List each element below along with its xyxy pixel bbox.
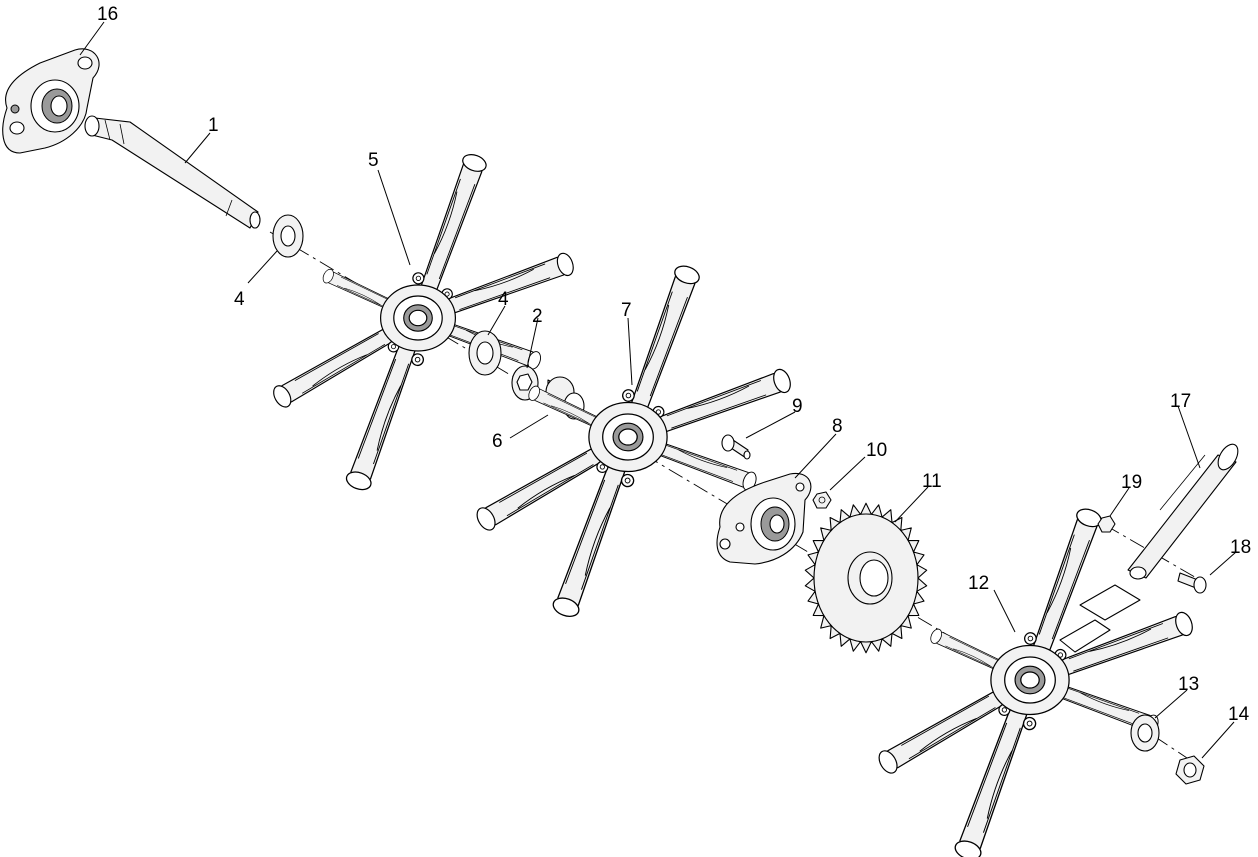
callout-6: 6 <box>492 431 503 452</box>
callout-labels: 16 1 5 4 4 2 7 6 9 8 10 11 12 17 19 18 1… <box>97 4 1251 725</box>
callout-17: 17 <box>1170 391 1191 412</box>
part-9-bolt <box>721 434 751 460</box>
callout-1: 1 <box>208 115 219 136</box>
part-11-sprocket <box>804 502 928 654</box>
part-18-bolt <box>1177 572 1207 594</box>
callout-4-left: 4 <box>234 289 245 310</box>
callout-10: 10 <box>866 440 887 461</box>
part-14-nut <box>1175 755 1205 785</box>
callout-13: 13 <box>1178 674 1199 695</box>
part-7-rotor <box>473 261 793 623</box>
callout-16: 16 <box>97 4 118 25</box>
part-4-washer-left <box>272 214 304 258</box>
part-13-washer <box>1130 714 1160 752</box>
callout-5: 5 <box>368 150 379 171</box>
callout-9: 9 <box>792 396 803 417</box>
part-10-nut <box>812 491 832 509</box>
callout-18: 18 <box>1230 537 1251 558</box>
part-4-washer-center <box>468 330 502 376</box>
callout-7: 7 <box>621 300 632 321</box>
part-8-bearing-flange <box>716 472 812 565</box>
callout-4-center: 4 <box>498 289 509 310</box>
callout-12: 12 <box>968 573 989 594</box>
part-1-shaft <box>84 115 261 229</box>
part-16-flange-bearing <box>2 48 100 154</box>
callout-2: 2 <box>532 306 543 327</box>
sprocket-teeth <box>804 502 928 654</box>
part-17-arm <box>1127 443 1239 580</box>
callout-19: 19 <box>1121 472 1142 493</box>
leader-lines <box>79 21 1237 759</box>
hex-drive-detail <box>1059 584 1141 653</box>
callout-8: 8 <box>832 416 843 437</box>
callout-11: 11 <box>922 471 942 492</box>
part-5-rotor <box>270 149 576 495</box>
callout-14: 14 <box>1228 704 1250 725</box>
